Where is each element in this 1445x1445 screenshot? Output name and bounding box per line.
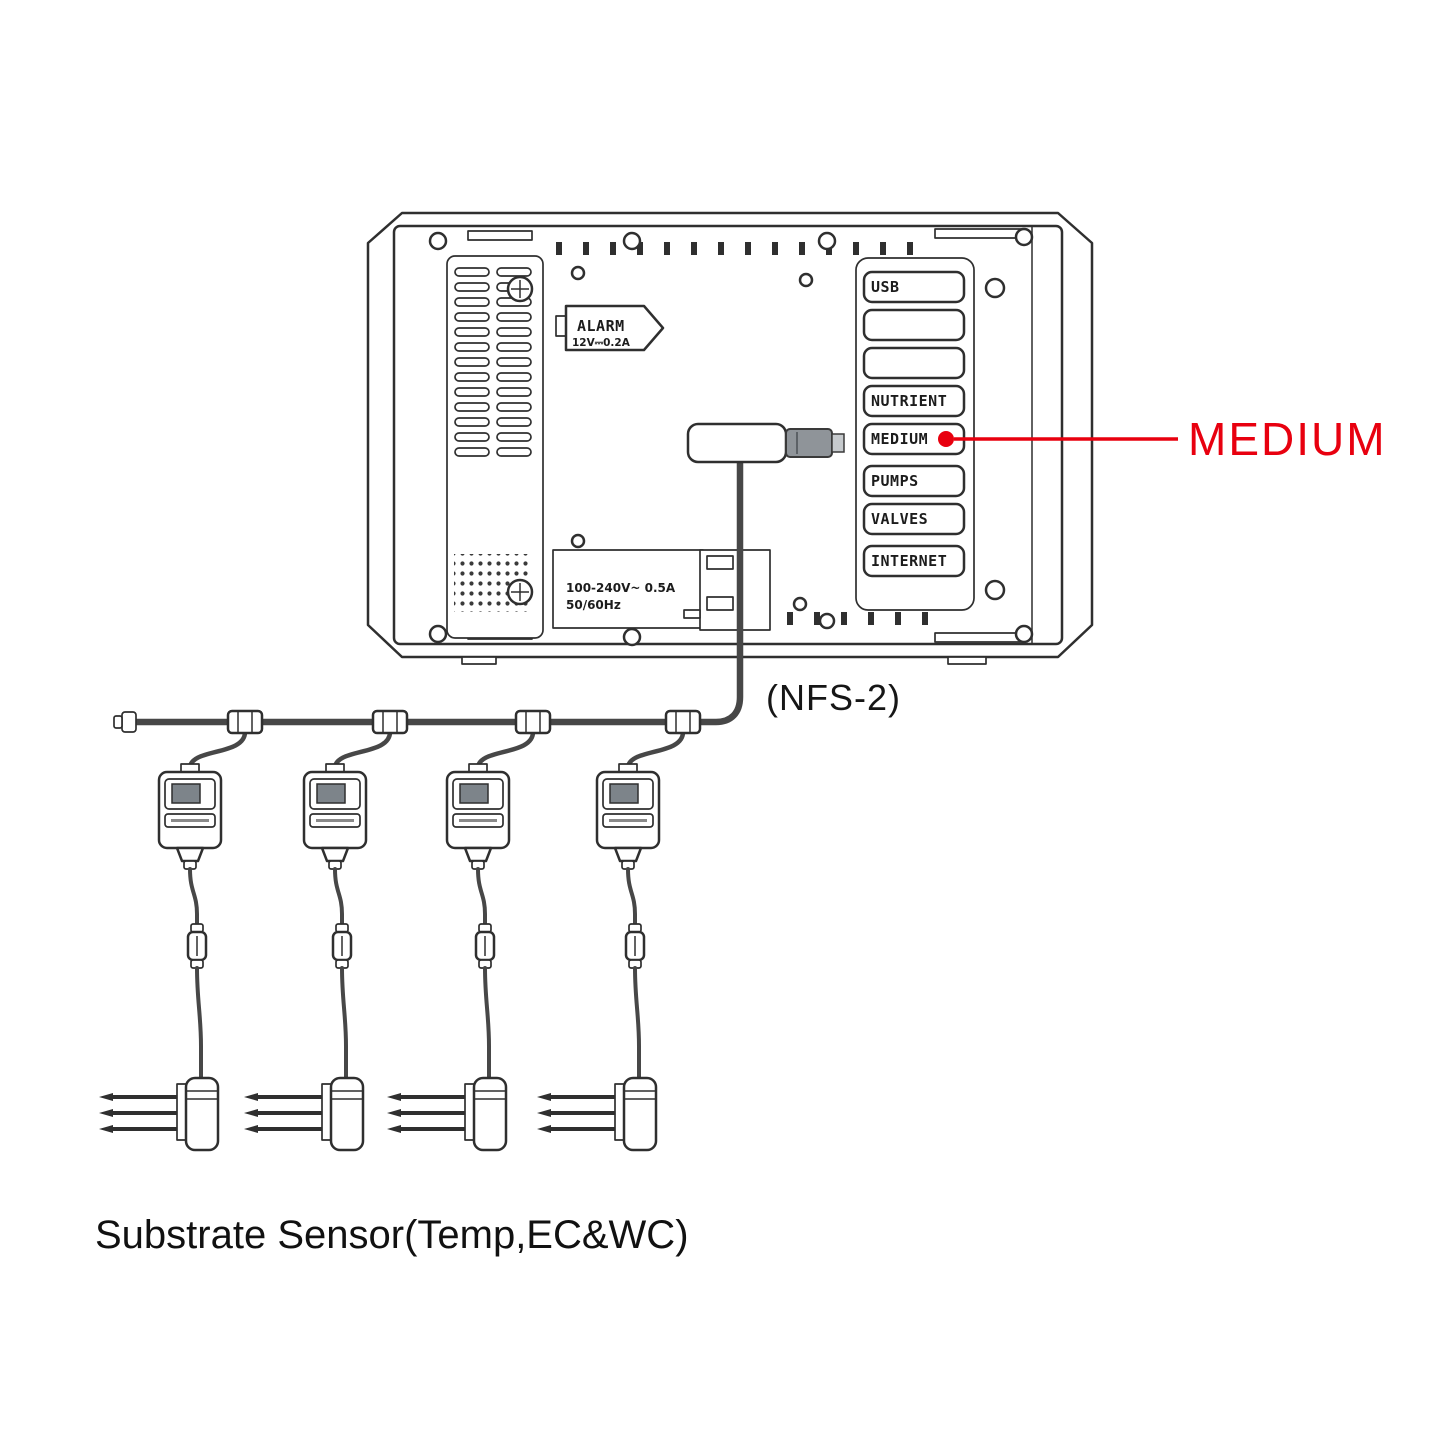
cable-plug-group (686, 422, 845, 464)
port-slot-blank-1 (862, 308, 966, 342)
port-label-valves: VALVES (871, 510, 928, 528)
vent-grille (446, 255, 544, 639)
nfs2-trunk-cable (126, 458, 744, 726)
diagram-caption: Substrate Sensor(Temp,EC&WC) (95, 1213, 689, 1257)
port-slot-nutrient (862, 384, 966, 418)
cable-plug (785, 428, 833, 458)
cable-ferrite (686, 422, 788, 464)
cable-plug-tip (831, 433, 845, 453)
callout-dot (938, 431, 954, 447)
power-rating-line2: 50/60Hz (566, 598, 621, 612)
power-rating-label: 100-240V~ 0.5A 50/60Hz (552, 549, 704, 629)
bottom-connector-block (683, 549, 771, 631)
port-slot-usb (862, 270, 966, 304)
screws (428, 227, 1034, 647)
port-slot-internet (862, 544, 966, 578)
substrate-sensor-assembly-4 (537, 711, 700, 1150)
chassis-foot (947, 656, 987, 665)
substrate-sensor-assembly-1 (99, 711, 262, 1150)
substrate-sensor-assembly-3 (387, 711, 550, 1150)
callout-label: MEDIUM (1188, 413, 1387, 465)
port-slot-pumps (862, 464, 966, 498)
port-slot-valves (862, 502, 966, 536)
trunk-end-cap (113, 711, 137, 733)
chassis-foot (461, 656, 497, 665)
port-slot-blank-2 (862, 346, 966, 380)
cable-label: (NFS-2) (766, 677, 901, 718)
port-label-internet: INTERNET (871, 552, 947, 570)
port-label-pumps: PUMPS (871, 472, 919, 490)
alarm-label: ALARM 12V⎓0.2A (555, 304, 665, 352)
port-column: USB NUTRIENT MEDIUM PUMPS VALVES INTERNE… (855, 257, 975, 611)
port-label-usb: USB (871, 278, 900, 296)
port-label-nutrient: NUTRIENT (871, 392, 947, 410)
substrate-sensor-assembly-2 (244, 711, 407, 1150)
alarm-title: ALARM (577, 317, 625, 335)
power-rating-line1: 100-240V~ 0.5A (566, 581, 676, 595)
port-label-medium: MEDIUM (871, 430, 928, 448)
medium-callout: MEDIUM (938, 413, 1387, 465)
alarm-rating: 12V⎓0.2A (572, 337, 631, 349)
